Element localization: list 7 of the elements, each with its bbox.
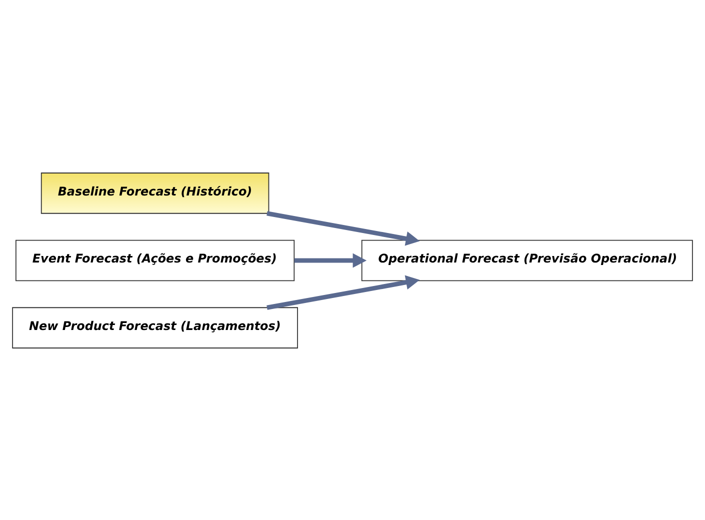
arrow [266,210,420,246]
arrow [294,252,367,268]
node-box: Baseline Forecast (Histórico) [40,172,270,214]
node-box: New Product Forecast (Lançamentos) [12,306,298,348]
node-box: Event Forecast (Ações e Promoções) [15,239,295,281]
arrow [266,274,420,310]
node-box: Operational Forecast (Previsão Operacional) [361,239,693,281]
